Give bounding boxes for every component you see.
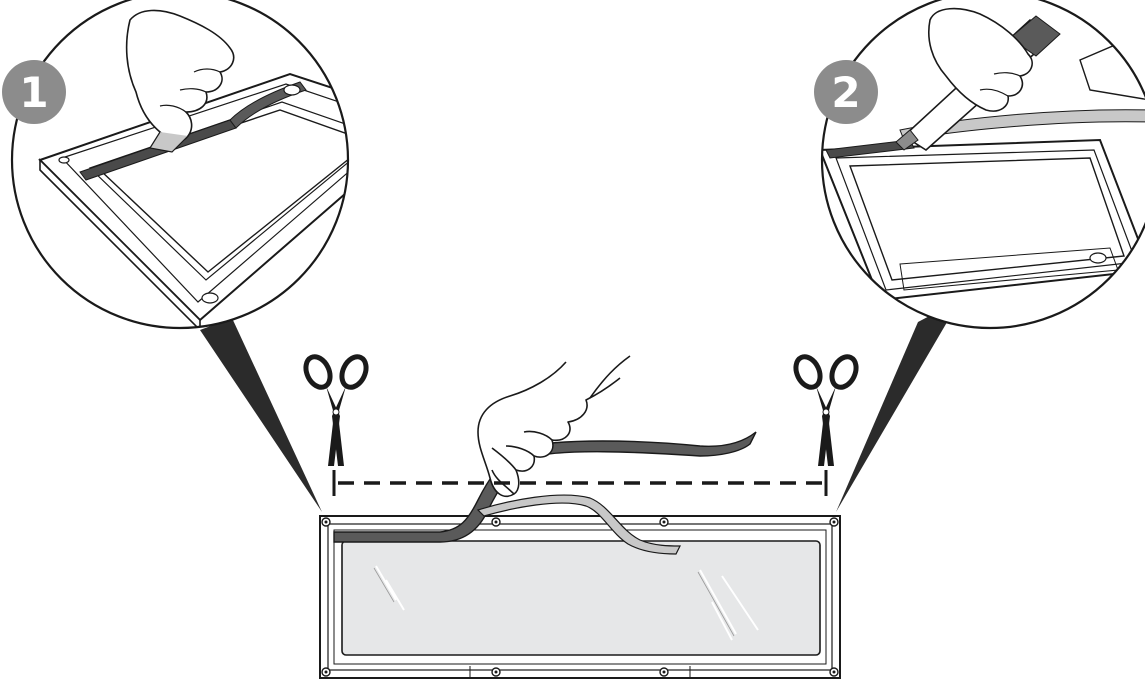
step-badge-2: 2 — [814, 60, 878, 124]
step-badge-1: 1 — [2, 60, 66, 124]
detail-view-step-1 — [12, 0, 430, 330]
hand-icon — [478, 356, 630, 496]
glass-pane — [342, 541, 820, 655]
detail-view-step-2 — [820, 0, 1145, 328]
leader-cone-left — [200, 318, 322, 512]
leader-cone-right — [836, 300, 960, 512]
step-number-2: 2 — [831, 68, 860, 117]
scissors-icon — [301, 353, 370, 466]
measurement-line — [334, 470, 826, 496]
step-number-1: 1 — [19, 68, 48, 117]
scissors-icon — [791, 353, 860, 466]
